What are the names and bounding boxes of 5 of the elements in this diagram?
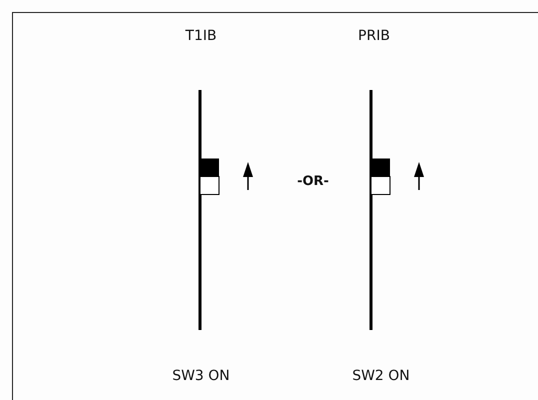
switch-name: T1IB — [185, 28, 217, 44]
separator-text: -OR- — [297, 174, 329, 189]
setting-text: SW2 ON — [352, 368, 410, 384]
switch-name: PRIB — [358, 28, 390, 44]
setting-text: SW3 ON — [172, 368, 230, 384]
